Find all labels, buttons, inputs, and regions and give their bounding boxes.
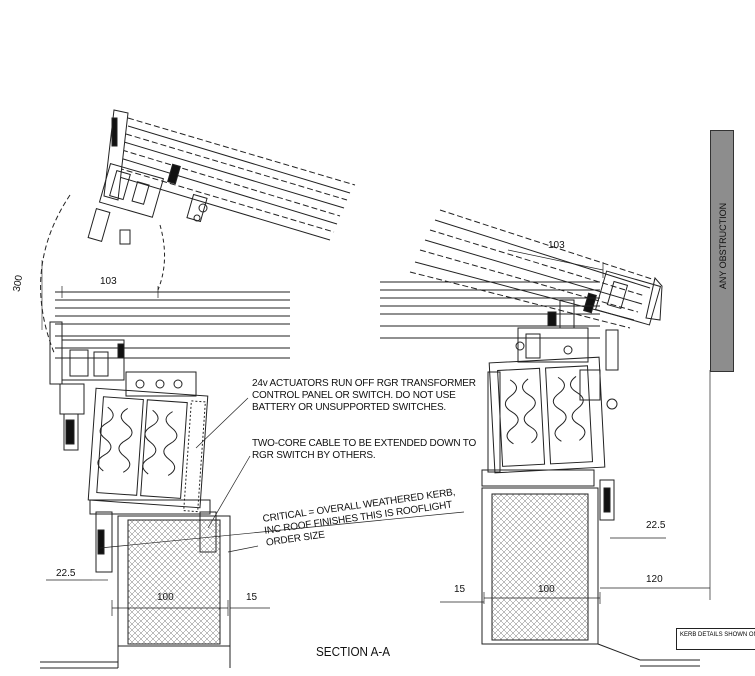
opening-arc bbox=[40, 194, 71, 356]
dim-right-gap: 15 bbox=[454, 584, 466, 595]
note-actuators: 24v ACTUATORS RUN OFF RGR TRANSFORMER CO… bbox=[252, 378, 476, 413]
obstruction-bar: ANY OBSTRUCTION bbox=[710, 130, 734, 372]
note-cable: TWO-CORE CABLE TO BE EXTENDED DOWN TO RG… bbox=[252, 438, 477, 461]
dim-right-side: 22.5 bbox=[646, 520, 666, 531]
dim-right-kerb: 100 bbox=[538, 584, 555, 595]
dim-left-kerb: 100 bbox=[157, 592, 174, 603]
left-kerb bbox=[40, 515, 231, 669]
dim-left-gap: 15 bbox=[246, 592, 258, 603]
right-open-sash bbox=[409, 209, 663, 410]
right-frame bbox=[380, 281, 615, 521]
dim-right-top: 103 bbox=[548, 240, 565, 251]
left-open-sash bbox=[87, 109, 356, 245]
obstruction-label: ANY OBSTRUCTION bbox=[718, 202, 728, 290]
dimension-lines bbox=[46, 249, 711, 616]
dim-right-clearance: 120 bbox=[646, 574, 663, 585]
right-kerb bbox=[481, 487, 700, 667]
dim-left-top: 103 bbox=[100, 276, 117, 287]
section-title: SECTION A-A bbox=[316, 644, 391, 659]
kerb-note-box: KERB DETAILS SHOWN ONLY. DETAILED DESI bbox=[676, 628, 755, 650]
dim-left-side: 22.5 bbox=[56, 568, 76, 579]
